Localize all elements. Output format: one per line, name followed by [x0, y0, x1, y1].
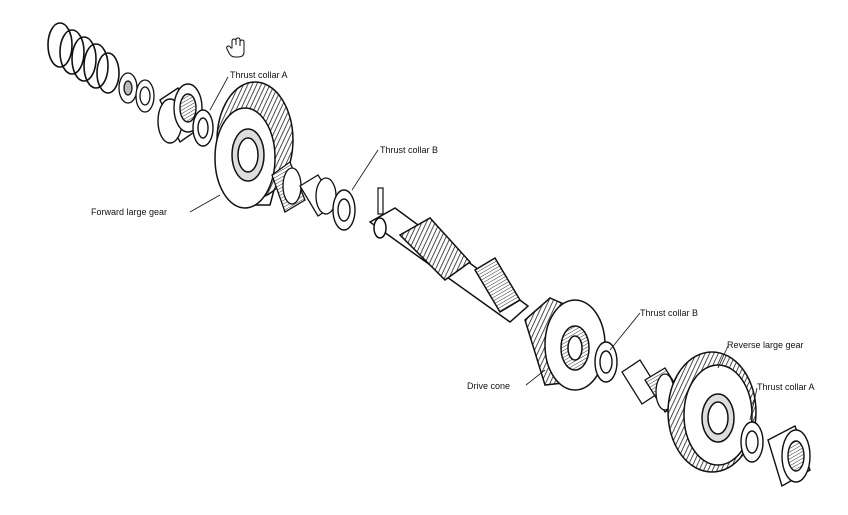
main-shaft-part — [368, 207, 530, 323]
nut-part — [118, 72, 138, 104]
leader-lines — [189, 76, 758, 421]
forward-large-gear-part — [214, 81, 294, 209]
sleeve-part — [299, 174, 337, 217]
thrust-collar-a-bottom-part — [740, 421, 764, 463]
label-thrust-collar-a-top: Thrust collar A — [230, 70, 288, 80]
label-thrust-collar-b-top: Thrust collar B — [380, 145, 439, 155]
thrust-collar-b-bottom-part — [594, 341, 618, 383]
bearing-bottom-part — [767, 425, 811, 488]
label-forward-large-gear: Forward large gear — [91, 207, 168, 217]
spring-part — [47, 22, 120, 94]
thrust-collar-b-top-part — [332, 189, 356, 231]
label-drive-cone: Drive cone — [467, 381, 511, 391]
reverse-large-gear-part — [667, 351, 757, 473]
thrust-collar-a-top-part — [192, 109, 214, 147]
washer-part — [135, 79, 155, 113]
bearing-top-part — [157, 83, 203, 144]
label-thrust-collar-a-bottom: Thrust collar A — [757, 382, 815, 392]
hand-cursor-icon — [226, 37, 245, 58]
drive-cone-part — [524, 297, 606, 391]
label-thrust-collar-b-bottom: Thrust collar B — [640, 308, 699, 318]
spline-hub-part — [271, 160, 306, 213]
key-pin-part — [377, 187, 384, 215]
label-reverse-large-gear: Reverse large gear — [727, 340, 804, 350]
